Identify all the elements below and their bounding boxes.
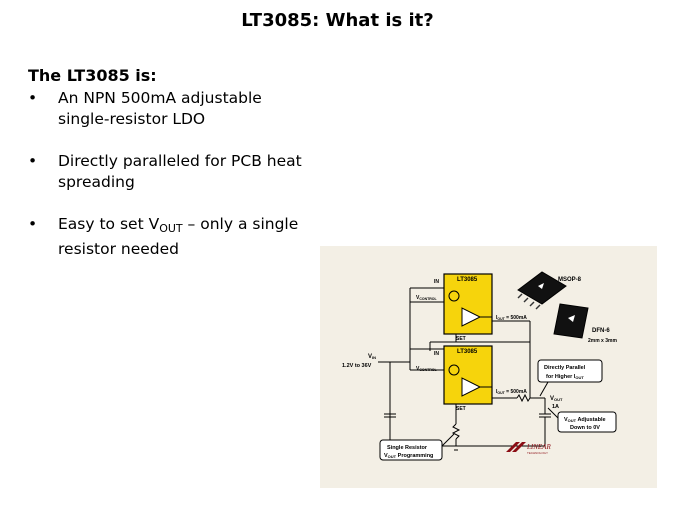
vout-current: 1A xyxy=(552,404,559,410)
bullet-text-pre: Easy to set V xyxy=(58,215,160,233)
pin-set-label: SET xyxy=(456,336,466,342)
circuit-figure: LT3085 IN SET VCONTROL IOUT = 500mA LT30… xyxy=(320,246,657,488)
logo-icon xyxy=(538,283,544,289)
bullet-text-line2: spreading xyxy=(58,173,135,191)
vcontrol-sub: CONTROL xyxy=(419,368,437,372)
regulator-top: LT3085 IN SET VCONTROL IOUT = 500mA xyxy=(416,273,527,342)
callout-res-v: V xyxy=(384,453,388,459)
callout-res-sub: OUT xyxy=(388,454,397,459)
svg-text:VOUT Programming: VOUT Programming xyxy=(384,453,433,459)
svg-text:VCONTROL: VCONTROL xyxy=(416,366,438,372)
linear-technology-logo: LINEAR TECHNOLOGY xyxy=(506,442,551,455)
vin-range: 1.2V to 36V xyxy=(342,363,372,369)
svg-text:VOUT: VOUT xyxy=(550,396,563,402)
vin-sub: IN xyxy=(372,355,376,360)
svg-text:IOUT = 500mA: IOUT = 500mA xyxy=(496,389,527,395)
bullet-item: • An NPN 500mA adjustable single-resisto… xyxy=(28,88,338,130)
callout-parallel-sub: OUT xyxy=(575,375,584,380)
package-msop-8: MSOP-8 xyxy=(517,271,582,310)
vcontrol-v: V xyxy=(416,366,420,372)
iout-i: I xyxy=(496,315,498,321)
bullet-text-line2: resistor needed xyxy=(58,240,179,258)
iout-i: I xyxy=(496,389,498,395)
callout-parallel-line2: for Higher I xyxy=(546,374,576,380)
svg-text:VOUT Adjustable: VOUT Adjustable xyxy=(564,417,606,423)
vin-v: V xyxy=(368,354,372,360)
iout-val: = 500mA xyxy=(505,389,527,395)
vcontrol-sub: CONTROL xyxy=(419,297,437,301)
logo-text-linear: LINEAR xyxy=(526,443,551,451)
regulator-bottom: LT3085 IN SET VCONTROL IOUT = 500mA xyxy=(416,345,527,412)
lt-logo-icon xyxy=(506,442,526,452)
slide-title: LT3085: What is it? xyxy=(241,10,434,31)
callout-adj-line2: Down to 0V xyxy=(570,425,600,431)
ic-label: LT3085 xyxy=(457,277,478,283)
slide-subhead: The LT3085 is: xyxy=(28,66,157,85)
callout-parallel-line1: Directly Parallel xyxy=(544,365,586,371)
bullet-text-line1: Directly paralleled for PCB heat xyxy=(58,152,302,170)
logo-text-technology: TECHNOLOGY xyxy=(527,451,548,455)
callout-adj-v: V xyxy=(564,417,568,423)
callout-adjustable: VOUT Adjustable Down to 0V xyxy=(547,407,617,433)
circuit-diagram: LT3085 IN SET VCONTROL IOUT = 500mA LT30… xyxy=(342,271,617,461)
bullet-marker: • xyxy=(28,215,38,233)
vout-v: V xyxy=(550,396,554,402)
package-msop-label: MSOP-8 xyxy=(558,277,582,283)
svg-text:IOUT = 500mA: IOUT = 500mA xyxy=(496,315,527,321)
callout-single-resistor: Single Resistor VOUT Programming xyxy=(379,433,455,461)
chip-highlight xyxy=(444,274,492,334)
bullet-text-line1: An NPN 500mA adjustable xyxy=(58,89,262,107)
vout-sub: OUT xyxy=(554,397,563,402)
callout-parallel: Directly Parallel for Higher IOUT xyxy=(537,359,603,397)
bullet-text-sub: OUT xyxy=(159,222,183,235)
bullet-marker: • xyxy=(28,152,38,170)
iout-val: = 500mA xyxy=(505,315,527,321)
logo-icon xyxy=(568,315,575,322)
package-dfn-size: 2mm x 3mm xyxy=(588,338,617,344)
package-dfn-label: DFN-6 xyxy=(592,328,610,334)
callout-adj-text: Adjustable xyxy=(576,417,605,423)
svg-text:for Higher IOUT: for Higher IOUT xyxy=(546,374,584,380)
bullet-marker: • xyxy=(28,89,38,107)
bullet-item: • Directly paralleled for PCB heat sprea… xyxy=(28,151,338,193)
svg-text:VCONTROL: VCONTROL xyxy=(416,295,438,301)
pin-set-label: SET xyxy=(456,406,466,412)
ic-label: LT3085 xyxy=(457,349,478,355)
bullet-list: • An NPN 500mA adjustable single-resisto… xyxy=(28,88,338,281)
vcontrol-v: V xyxy=(416,295,420,301)
callout-adj-sub: OUT xyxy=(568,418,577,423)
iout-sub: OUT xyxy=(497,391,505,395)
bullet-text-line2: single-resistor LDO xyxy=(58,110,206,128)
bullet-text-post: – only a single xyxy=(182,215,299,233)
callout-res-text: Programming xyxy=(396,453,433,459)
svg-text:VIN: VIN xyxy=(368,354,376,360)
pin-in-label: IN xyxy=(434,351,439,357)
pin-in-label: IN xyxy=(434,279,439,285)
callout-res-line1: Single Resistor xyxy=(387,445,428,451)
iout-sub: OUT xyxy=(497,317,505,321)
package-dfn-6: DFN-6 2mm x 3mm xyxy=(553,303,617,344)
bullet-item: • Easy to set VOUT – only a single resis… xyxy=(28,214,338,260)
